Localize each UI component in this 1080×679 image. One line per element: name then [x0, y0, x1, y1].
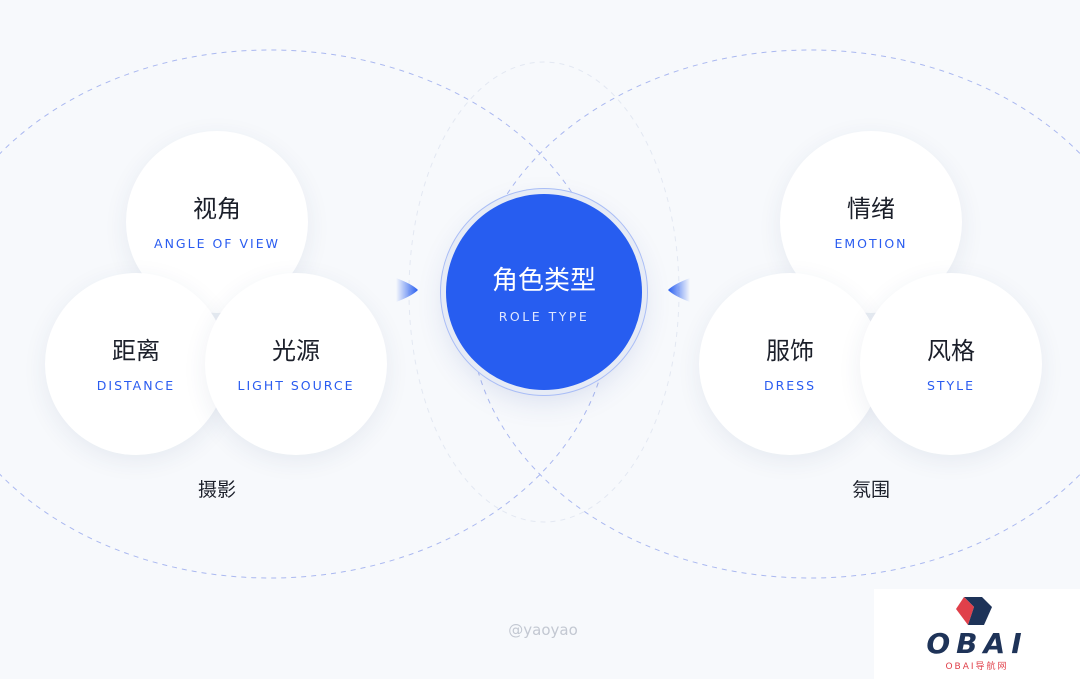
node-title: 光源 — [272, 337, 320, 365]
right-group-label: 氛围 — [851, 479, 891, 501]
arrow-left-icon — [668, 278, 690, 302]
node-distance: 距离 DISTANCE — [45, 273, 227, 455]
node-subtitle: LIGHT SOURCE — [237, 378, 355, 393]
logo-word: OBAI — [926, 627, 1028, 660]
node-dress: 服饰 DRESS — [699, 273, 881, 455]
center-subtitle: ROLE TYPE — [498, 309, 590, 324]
node-subtitle: ANGLE OF VIEW — [154, 236, 280, 251]
node-subtitle: EMOTION — [834, 236, 908, 251]
center-node-role-type: 角色类型 ROLE TYPE — [446, 194, 642, 390]
node-subtitle: DRESS — [763, 378, 817, 393]
watermark-logo: OBAI OBAI导航网 — [874, 589, 1080, 679]
credit-text: @yaoyao — [508, 621, 578, 639]
cube-logo-icon — [956, 597, 992, 625]
node-title: 服饰 — [766, 337, 814, 365]
node-title: 情绪 — [847, 195, 895, 223]
node-light-source: 光源 LIGHT SOURCE — [205, 273, 387, 455]
arrow-right-icon — [396, 278, 418, 302]
node-subtitle: STYLE — [926, 378, 976, 393]
left-group-label: 摄影 — [197, 479, 237, 501]
node-title: 距离 — [112, 337, 160, 365]
logo-subtitle: OBAI导航网 — [945, 662, 1009, 672]
node-style: 风格 STYLE — [860, 273, 1042, 455]
node-angle-of-view: 视角 ANGLE OF VIEW — [126, 131, 308, 313]
node-subtitle: DISTANCE — [96, 378, 176, 393]
node-title: 视角 — [193, 195, 241, 223]
node-title: 风格 — [927, 337, 975, 365]
center-title: 角色类型 — [491, 266, 596, 296]
